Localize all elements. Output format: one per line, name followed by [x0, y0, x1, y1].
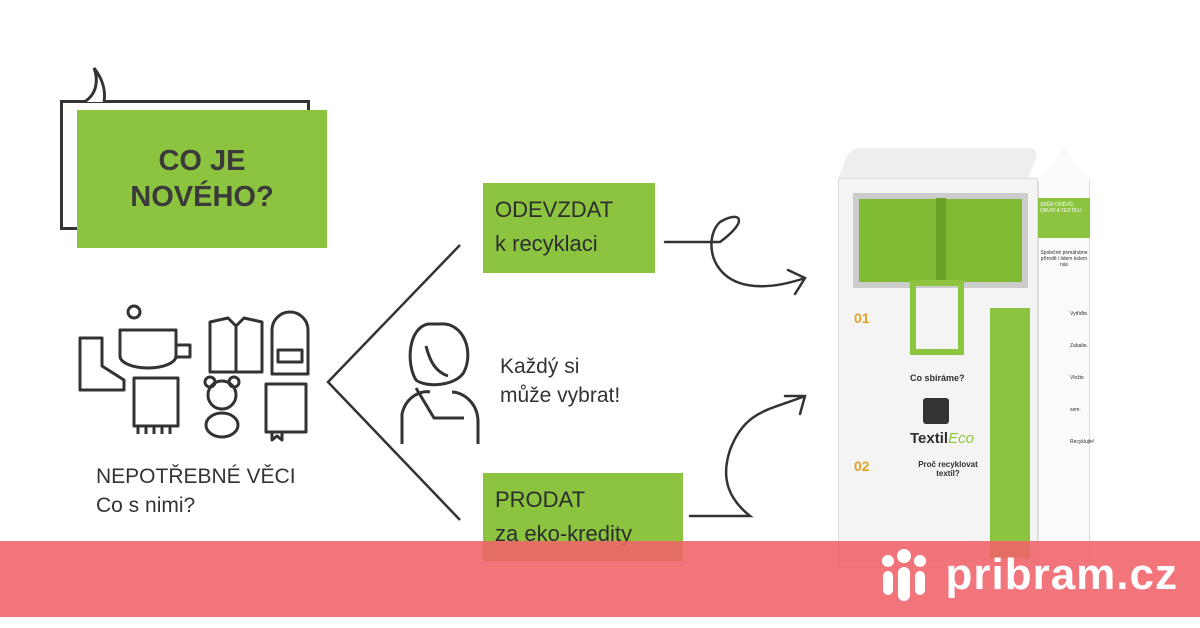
bin-step: Zabalte. — [1070, 343, 1089, 349]
thinking-woman-icon — [400, 322, 480, 444]
recycle-arrow — [663, 215, 807, 296]
bin-step: Vytřiďte. — [1070, 311, 1089, 317]
bin-steps: Vytřiďte. Zabalte. Vložte sem. Recyklujt… — [1070, 298, 1094, 458]
bin-brand-name: Textil — [910, 430, 949, 447]
bin-collect-label: Co sbíráme? — [910, 373, 965, 383]
footer-banner — [0, 541, 1200, 617]
bin-why-label: Proč recyklovat textil? — [918, 460, 978, 478]
speech-bubble-tail — [83, 67, 106, 104]
bin-step: Vložte sem. — [1070, 375, 1084, 413]
kitchenware-icon — [118, 304, 192, 370]
bin-door-number-1: 01 — [854, 310, 870, 326]
option-recycle-subtitle: k recyklaci — [495, 231, 598, 257]
choice-text-line2: může vybrat! — [500, 384, 621, 408]
bin-side-title: SBĚR ODĚVŮ, OBUVI A TEXTILU — [1038, 198, 1090, 238]
people-icon — [882, 549, 927, 601]
bin-brand: TextilEco — [910, 430, 974, 447]
items-label: NEPOTŘEBNÉ VĚCI Co s nimi? — [96, 462, 296, 521]
branch-lines — [326, 244, 461, 521]
choice-text-line1: Každý si — [500, 355, 580, 378]
arrows — [663, 215, 807, 518]
option-recycle: ODEVZDAT k recyklaci — [483, 183, 655, 273]
sell-arrow — [688, 394, 807, 518]
headline: CO JE NOVÉHO? — [77, 110, 327, 248]
teddy-bear-icon — [203, 375, 241, 439]
bin-logo-icon — [923, 398, 949, 424]
textile-collection-bin: Co sbíráme? TextilEco Proč recyklovat te… — [838, 148, 1094, 568]
book-icon — [264, 382, 308, 442]
bin-brand-suffix: Eco — [948, 430, 974, 447]
choice-text: Každý si může vybrat! — [500, 352, 620, 411]
option-sell-title: PRODAT — [495, 487, 586, 512]
boot-icon — [78, 336, 126, 392]
bin-side-text: Společně pomáháme přírodě i lidem kolem … — [1040, 250, 1088, 268]
site-name: pribram.cz — [945, 550, 1178, 599]
items-label-title: NEPOTŘEBNÉ VĚCI — [96, 465, 296, 488]
shirt-icon — [208, 316, 264, 374]
household-items-icons — [78, 304, 310, 442]
items-label-question: Co s nimi? — [96, 494, 196, 518]
option-recycle-title: ODEVZDAT — [495, 197, 614, 222]
backpack-icon — [270, 310, 310, 376]
bin-door-number-2: 02 — [854, 458, 870, 474]
bin-step: Recyklujte! — [1070, 439, 1095, 445]
pribram-logo[interactable]: pribram.cz — [879, 549, 1178, 601]
blanket-icon — [132, 376, 180, 434]
